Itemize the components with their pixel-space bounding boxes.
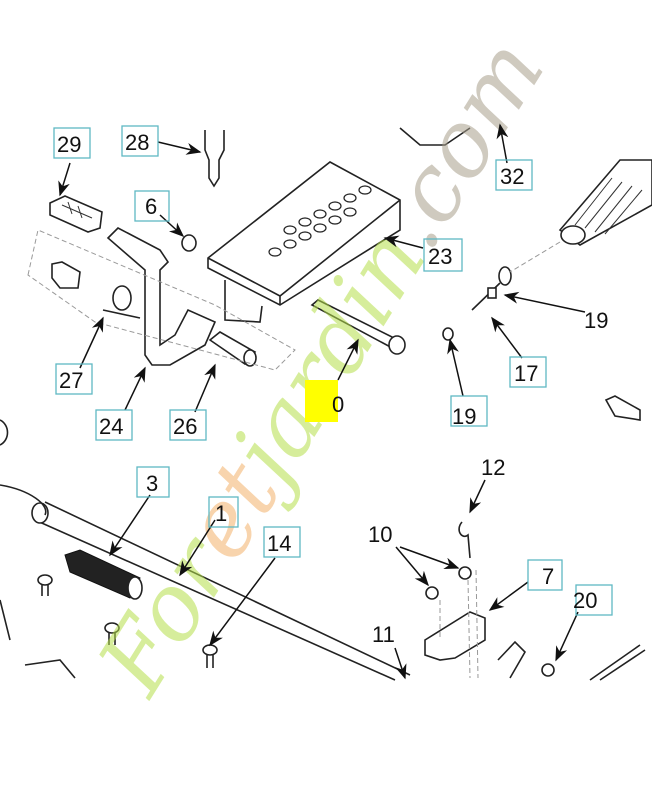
part-12-clip bbox=[458, 521, 471, 559]
part-29-pedal-pad bbox=[49, 195, 103, 233]
callout-6[interactable]: 6 bbox=[134, 190, 170, 222]
callout-0[interactable]: 0 bbox=[332, 392, 344, 417]
part-10-nuts bbox=[425, 566, 479, 679]
callout-3[interactable]: 3 bbox=[136, 466, 170, 498]
callout-20[interactable]: 20 bbox=[573, 584, 613, 616]
part-6-bushing bbox=[181, 234, 197, 252]
part-28-pin bbox=[204, 130, 225, 188]
part-0-axle-pin bbox=[310, 299, 406, 355]
svg-text:17: 17 bbox=[514, 361, 538, 386]
frame-edge bbox=[589, 644, 646, 681]
callout-1[interactable]: 1 bbox=[208, 496, 239, 528]
part-32-plate bbox=[399, 127, 471, 146]
part-24-pedal-arm bbox=[106, 227, 217, 366]
callout-28[interactable]: 28 bbox=[121, 125, 159, 157]
svg-text:20: 20 bbox=[573, 588, 597, 613]
svg-text:6: 6 bbox=[145, 194, 157, 219]
callout-24[interactable]: 24 bbox=[95, 409, 133, 441]
callout-14[interactable]: 14 bbox=[263, 526, 301, 558]
svg-text:14: 14 bbox=[267, 531, 291, 556]
callout-10[interactable]: 10 bbox=[368, 522, 392, 547]
part-14-rivets bbox=[37, 574, 218, 668]
callout-12[interactable]: 12 bbox=[481, 455, 505, 480]
leader-arrows bbox=[58, 123, 586, 680]
callout-23[interactable]: 23 bbox=[423, 238, 463, 272]
svg-text:23: 23 bbox=[428, 244, 452, 269]
callout-17[interactable]: 17 bbox=[509, 356, 547, 388]
part-spring bbox=[509, 159, 652, 273]
part-bushing-left bbox=[51, 261, 81, 289]
callout-7[interactable]: 7 bbox=[527, 559, 563, 591]
callout-27[interactable]: 27 bbox=[55, 363, 93, 395]
part-27-spring bbox=[102, 285, 141, 319]
part-17-eyebolt bbox=[471, 266, 512, 311]
part-7-clamp-block bbox=[424, 611, 526, 679]
part-19-nut bbox=[442, 327, 454, 341]
callout-32[interactable]: 32 bbox=[495, 159, 533, 191]
callout-11[interactable]: 11 bbox=[372, 622, 395, 647]
callout-19-lower[interactable]: 19 bbox=[450, 395, 488, 429]
svg-text:3: 3 bbox=[146, 471, 158, 496]
svg-text:7: 7 bbox=[542, 564, 554, 589]
svg-text:24: 24 bbox=[99, 414, 123, 439]
highlight-marker bbox=[305, 380, 338, 422]
svg-text:19: 19 bbox=[452, 404, 476, 429]
frame-edge-left bbox=[0, 419, 76, 679]
part-bolt-right bbox=[604, 395, 641, 421]
svg-text:27: 27 bbox=[59, 368, 83, 393]
svg-text:29: 29 bbox=[57, 132, 81, 157]
svg-text:26: 26 bbox=[173, 414, 197, 439]
part-26-tube bbox=[208, 331, 257, 367]
part-23-pedal-bracket bbox=[207, 161, 401, 323]
part-1-shaft bbox=[0, 484, 411, 681]
part-20-nut bbox=[541, 663, 555, 677]
callout-29[interactable]: 29 bbox=[53, 127, 91, 159]
callout-26[interactable]: 26 bbox=[169, 409, 207, 441]
part-3-grip bbox=[64, 549, 143, 600]
svg-text:28: 28 bbox=[125, 130, 149, 155]
svg-text:32: 32 bbox=[500, 164, 524, 189]
svg-text:1: 1 bbox=[215, 501, 227, 526]
callout-19-upper[interactable]: 19 bbox=[584, 308, 608, 333]
